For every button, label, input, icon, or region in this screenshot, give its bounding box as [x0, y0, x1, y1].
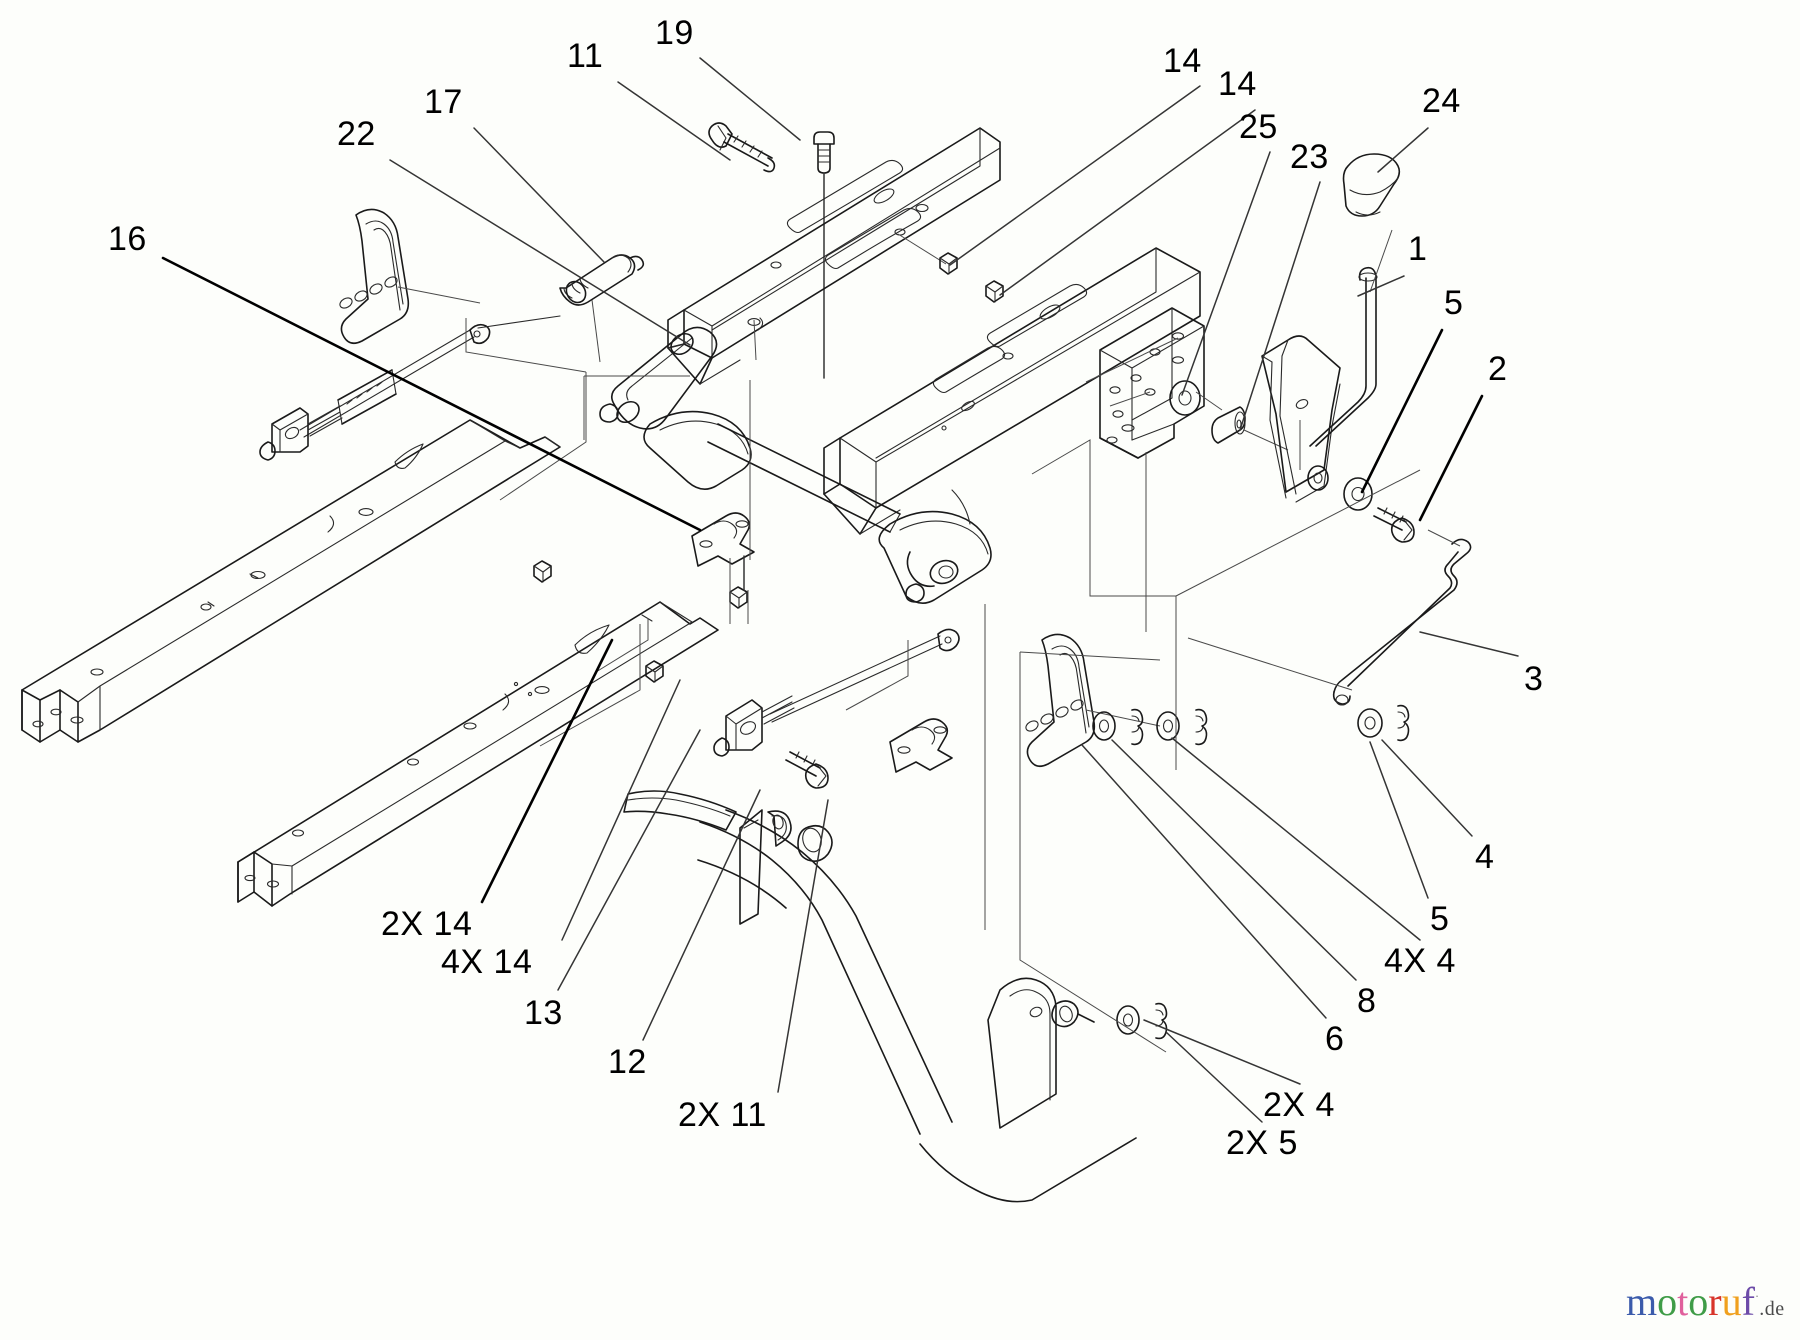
callout-c5b: 5	[1430, 900, 1450, 938]
rod-upper-left-16	[477, 315, 587, 501]
watermark-domain-suffix: .de	[1759, 1298, 1785, 1320]
sector-plate-left	[339, 208, 481, 345]
watermark-trademark: ·	[1754, 1288, 1760, 1304]
watermark-wordmark: motoruf	[1626, 1279, 1755, 1324]
watermark-letter: u	[1721, 1279, 1742, 1324]
callout-c3: 3	[1524, 660, 1544, 698]
callout-c14b: 14	[1218, 65, 1257, 103]
callout-c19: 19	[655, 14, 694, 52]
hex-nut-group-top	[533, 252, 1004, 683]
callout-c2x14: 2X 14	[381, 905, 473, 943]
hex-bolt-11	[708, 122, 776, 173]
callout-c2x4: 2X 4	[1263, 1086, 1335, 1124]
callout-c22: 22	[337, 115, 376, 153]
callout-c4x14: 4X 14	[441, 943, 533, 981]
callout-c14a: 14	[1163, 42, 1202, 80]
sector-plate-right	[1025, 633, 1161, 768]
watermark-letter: t	[1677, 1279, 1689, 1324]
angle-bracket-right	[1085, 307, 1205, 459]
adjuster-rod-left	[259, 323, 491, 461]
lower-adjuster-rod	[713, 628, 960, 789]
cable-clamp-upper	[691, 512, 755, 591]
phantom-assembly-outlines	[465, 318, 1461, 1053]
pivot-arm-upper	[599, 326, 901, 533]
spring-barrel-17	[559, 254, 645, 363]
lower-cross-beam	[823, 247, 1201, 535]
motoruf-watermark: motoruf·.de	[1626, 1282, 1785, 1322]
callout-c1: 1	[1408, 230, 1428, 268]
callout-c23: 23	[1290, 138, 1329, 176]
callout-c2x11: 2X 11	[678, 1096, 767, 1134]
upper-cross-beam	[667, 127, 1001, 385]
watermark-letter: r	[1708, 1279, 1722, 1324]
callout-c24: 24	[1422, 82, 1461, 120]
watermark-letter: f	[1741, 1279, 1755, 1324]
control-lever-assembly	[1169, 153, 1415, 543]
watermark-letter: m	[1626, 1279, 1658, 1324]
callout-c6: 6	[1325, 1020, 1345, 1058]
cable-clamp-lower	[889, 718, 953, 773]
frame-rail-left-outer	[21, 419, 561, 743]
callout-c2x5: 2X 5	[1226, 1124, 1298, 1162]
callout-c25: 25	[1239, 108, 1278, 146]
callout-c4a: 4	[1475, 838, 1495, 876]
pivot-arm-lower	[878, 489, 992, 604]
callout-c12: 12	[608, 1043, 647, 1081]
callout-c13: 13	[524, 994, 563, 1032]
callout-c17: 17	[424, 83, 463, 121]
callout-leader-lines	[161, 57, 1519, 1123]
callout-c5a: 5	[1444, 284, 1464, 322]
frame-rail-left-inner	[237, 601, 719, 907]
callout-c11: 11	[567, 37, 604, 75]
callout-c4x4: 4X 4	[1384, 942, 1456, 980]
callout-c16: 16	[108, 220, 147, 258]
watermark-letter: o	[1688, 1279, 1709, 1324]
washer-clip-row	[1092, 708, 1208, 746]
callout-c2: 2	[1488, 350, 1508, 388]
deck-shield-lower	[623, 790, 1168, 1203]
watermark-letter: o	[1657, 1279, 1678, 1324]
screw-19	[813, 131, 835, 379]
callout-c8: 8	[1357, 982, 1377, 1020]
bent-rod-3	[1187, 538, 1472, 742]
